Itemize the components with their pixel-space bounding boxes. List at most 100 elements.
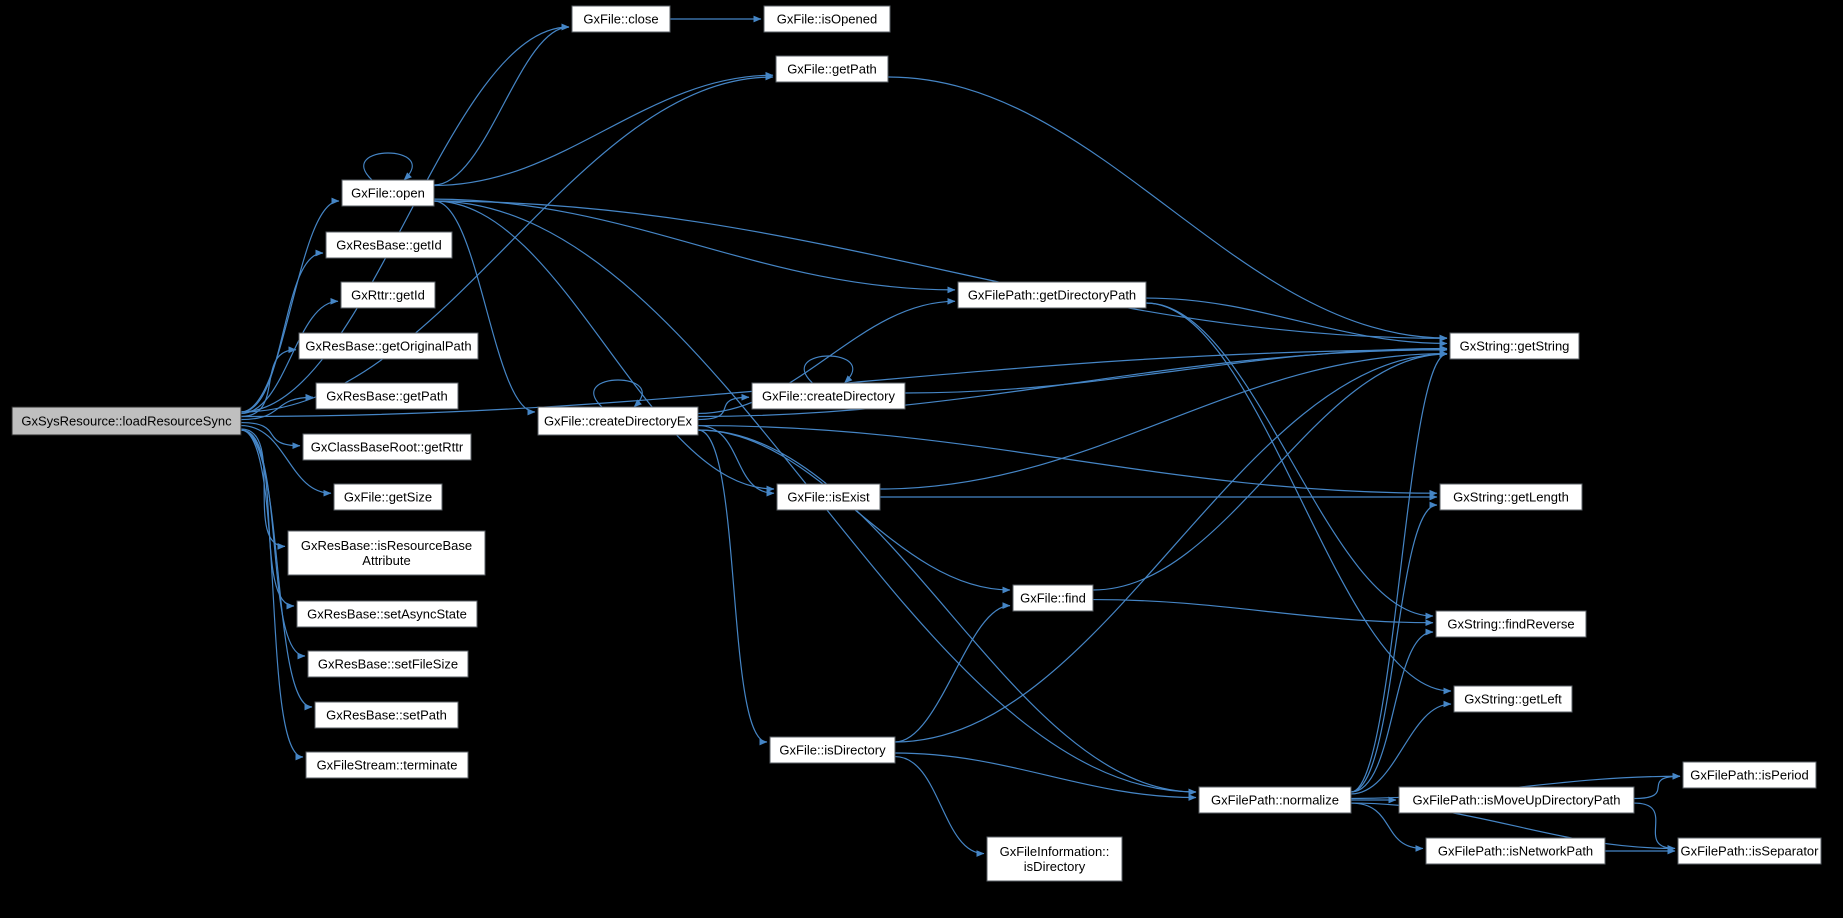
edge-layer <box>240 15 1681 857</box>
call-edge-filepath_normalize--string_get_length <box>1350 501 1438 793</box>
graph-node-rttr_get_id[interactable]: GxRttr::getId <box>340 281 436 309</box>
node-layer: GxSysResource::loadResourceSync GxFile::c… <box>11 5 1822 882</box>
node-box <box>571 5 671 33</box>
node-label: GxFile::createDirectory <box>762 389 895 404</box>
graph-node-file_get_path[interactable]: GxFile::getPath <box>775 55 889 83</box>
call-edge-file_create_directory--string_get_string <box>904 345 1448 394</box>
graph-node-file_find[interactable]: GxFile::find <box>1012 584 1094 612</box>
graph-node-resbase_get_path[interactable]: GxResBase::getPath <box>315 382 459 410</box>
graph-node-file_create_directory[interactable]: GxFile::createDirectory <box>751 382 906 410</box>
call-edge-file_create_directory_ex--filepath_get_directory_path <box>697 297 956 415</box>
node-box <box>314 701 459 729</box>
node-box <box>751 382 906 410</box>
call-edge-file_find--string_find_reverse <box>1092 598 1434 627</box>
call-edge-file_open--string_get_string <box>433 200 1448 342</box>
call-edge-filepath_normalize--string_get_string <box>1350 350 1448 793</box>
call-edge-file_create_directory_ex--file_create_directory_ex <box>593 379 643 408</box>
node-label: GxFilePath::isPeriod <box>1690 768 1809 783</box>
node-box <box>776 483 881 511</box>
node-label: GxFile::open <box>351 186 425 201</box>
node-box <box>957 281 1147 309</box>
call-edge-filepath_is_move_up_directory_path--filepath_is_period <box>1633 772 1681 800</box>
graph-node-file_close[interactable]: GxFile::close <box>571 5 671 33</box>
graph-node-file_is_exist[interactable]: GxFile::isExist <box>776 483 881 511</box>
graph-node-filepath_is_period[interactable]: GxFilePath::isPeriod <box>1682 761 1817 789</box>
node-label: Attribute <box>362 553 410 568</box>
call-edge-load_resource_sync--resbase_set_file_size <box>240 429 306 660</box>
node-label: GxFile::isDirectory <box>779 743 886 758</box>
node-label: GxFilePath::isNetworkPath <box>1438 844 1593 859</box>
node-box <box>986 836 1123 882</box>
node-box <box>307 650 469 678</box>
graph-node-filepath_get_directory_path[interactable]: GxFilePath::getDirectoryPath <box>957 281 1147 309</box>
node-box <box>296 600 478 628</box>
node-box <box>769 736 896 764</box>
node-box <box>1449 332 1580 360</box>
graph-node-resbase_set_file_size[interactable]: GxResBase::setFileSize <box>307 650 469 678</box>
graph-node-filepath_normalize[interactable]: GxFilePath::normalize <box>1198 786 1352 814</box>
call-edge-load_resource_sync--classbaseroot_get_rttr <box>240 421 301 450</box>
graph-node-file_is_opened[interactable]: GxFile::isOpened <box>763 5 891 33</box>
call-edge-file_is_directory--fileinformation_is_directory <box>894 755 985 857</box>
graph-node-resbase_set_async_state[interactable]: GxResBase::setAsyncState <box>296 600 478 628</box>
call-edge-filepath_normalize--filepath_is_network_path <box>1350 802 1424 852</box>
node-label: GxString::getLeft <box>1464 692 1562 707</box>
call-edge-file_open--file_create_directory_ex <box>433 200 536 416</box>
node-box <box>1425 837 1606 865</box>
graph-node-string_get_length[interactable]: GxString::getLength <box>1439 483 1583 511</box>
graph-node-fileinformation_is_directory[interactable]: GxFileInformation::isDirectory <box>986 836 1123 882</box>
call-edge-file_find--string_get_string <box>1092 350 1448 591</box>
node-label: GxResBase::getPath <box>326 389 447 404</box>
graph-node-filestream_terminate[interactable]: GxFileStream::terminate <box>305 751 469 779</box>
call-edge-file_is_directory--file_find <box>894 602 1011 743</box>
node-label: GxClassBaseRoot::getRttr <box>311 440 464 455</box>
call-edge-file_create_directory_ex--string_get_length <box>697 424 1438 497</box>
graph-node-classbaseroot_get_rttr[interactable]: GxClassBaseRoot::getRttr <box>302 433 472 461</box>
call-edge-load_resource_sync--resbase_get_id <box>240 249 324 413</box>
call-edge-load_resource_sync--rttr_get_id <box>240 297 339 415</box>
call-edge-file_open--file_close <box>433 23 570 186</box>
graph-node-string_get_left[interactable]: GxString::getLeft <box>1453 685 1573 713</box>
call-edge-filepath_normalize--string_get_left <box>1350 700 1452 795</box>
node-label: GxFile::find <box>1020 591 1086 606</box>
graph-node-filepath_is_network_path[interactable]: GxFilePath::isNetworkPath <box>1425 837 1606 865</box>
node-box <box>302 433 472 461</box>
graph-node-filepath_is_separator[interactable]: GxFilePath::isSeparator <box>1677 837 1822 865</box>
call-edge-file_get_path--string_get_string <box>887 76 1448 342</box>
graph-node-filepath_is_move_up_directory_path[interactable]: GxFilePath::isMoveUpDirectoryPath <box>1398 786 1635 814</box>
graph-node-string_find_reverse[interactable]: GxString::findReverse <box>1435 610 1587 638</box>
node-box <box>1439 483 1583 511</box>
node-label: GxFile::getSize <box>344 490 432 505</box>
call-edge-load_resource_sync--file_get_size <box>240 424 332 497</box>
graph-node-file_open[interactable]: GxFile::open <box>341 179 435 207</box>
graph-node-file_get_size[interactable]: GxFile::getSize <box>333 483 443 511</box>
graph-node-file_create_directory_ex[interactable]: GxFile::createDirectoryEx <box>537 406 699 436</box>
node-box <box>325 231 453 259</box>
call-edge-filepath_normalize--filepath_is_separator <box>1350 802 1676 852</box>
call-edge-file_open--file_is_exist <box>433 200 775 493</box>
node-label: GxFileStream::terminate <box>317 758 458 773</box>
node-label: GxFilePath::isMoveUpDirectoryPath <box>1412 793 1620 808</box>
call-edge-load_resource_sync--filestream_terminate <box>240 429 304 761</box>
node-box <box>1435 610 1587 638</box>
node-label: GxFile::getPath <box>787 62 877 77</box>
call-edge-file_create_directory_ex--filepath_normalize <box>697 429 1197 796</box>
graph-node-file_is_directory[interactable]: GxFile::isDirectory <box>769 736 896 764</box>
node-label: GxString::getString <box>1460 339 1570 354</box>
call-edge-load_resource_sync--resbase_set_path <box>240 429 313 711</box>
graph-node-resbase_set_path[interactable]: GxResBase::setPath <box>314 701 459 729</box>
graph-node-resbase_get_original_path[interactable]: GxResBase::getOriginalPath <box>298 332 479 360</box>
graph-node-load_resource_sync: GxSysResource::loadResourceSync <box>11 406 242 436</box>
graph-node-resbase_get_id[interactable]: GxResBase::getId <box>325 231 453 259</box>
node-label: GxFile::close <box>583 12 658 27</box>
node-box <box>775 55 889 83</box>
node-label: GxResBase::setPath <box>326 708 447 723</box>
call-edge-load_resource_sync--file_open <box>240 197 340 413</box>
node-label: GxFilePath::normalize <box>1211 793 1339 808</box>
graph-node-string_get_string[interactable]: GxString::getString <box>1449 332 1580 360</box>
node-label: GxString::getLength <box>1453 490 1569 505</box>
node-label: GxFile::createDirectoryEx <box>544 414 693 429</box>
